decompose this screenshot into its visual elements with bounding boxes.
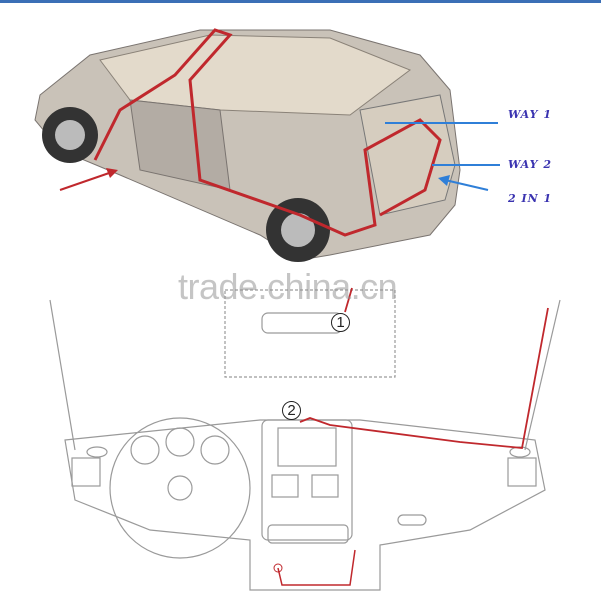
top-bar bbox=[0, 0, 601, 3]
marker-1: 1 bbox=[331, 313, 350, 332]
arrow-left bbox=[59, 168, 118, 191]
marker-2: 2 bbox=[282, 401, 301, 420]
dashboard-wire-route bbox=[299, 287, 549, 449]
arrow-2in1 bbox=[438, 175, 489, 191]
dashboard-line-art bbox=[49, 289, 561, 591]
dashboard-wire-lower bbox=[277, 549, 356, 586]
label-way1: WAY 1 bbox=[508, 108, 552, 121]
label-2in1: 2 IN 1 bbox=[508, 192, 553, 205]
label-way2: WAY 2 bbox=[508, 158, 552, 171]
watermark: trade.china.cn bbox=[178, 266, 398, 307]
car-illustration bbox=[34, 29, 461, 262]
power-connector-icon bbox=[273, 563, 283, 573]
car-wire-route bbox=[93, 28, 442, 237]
